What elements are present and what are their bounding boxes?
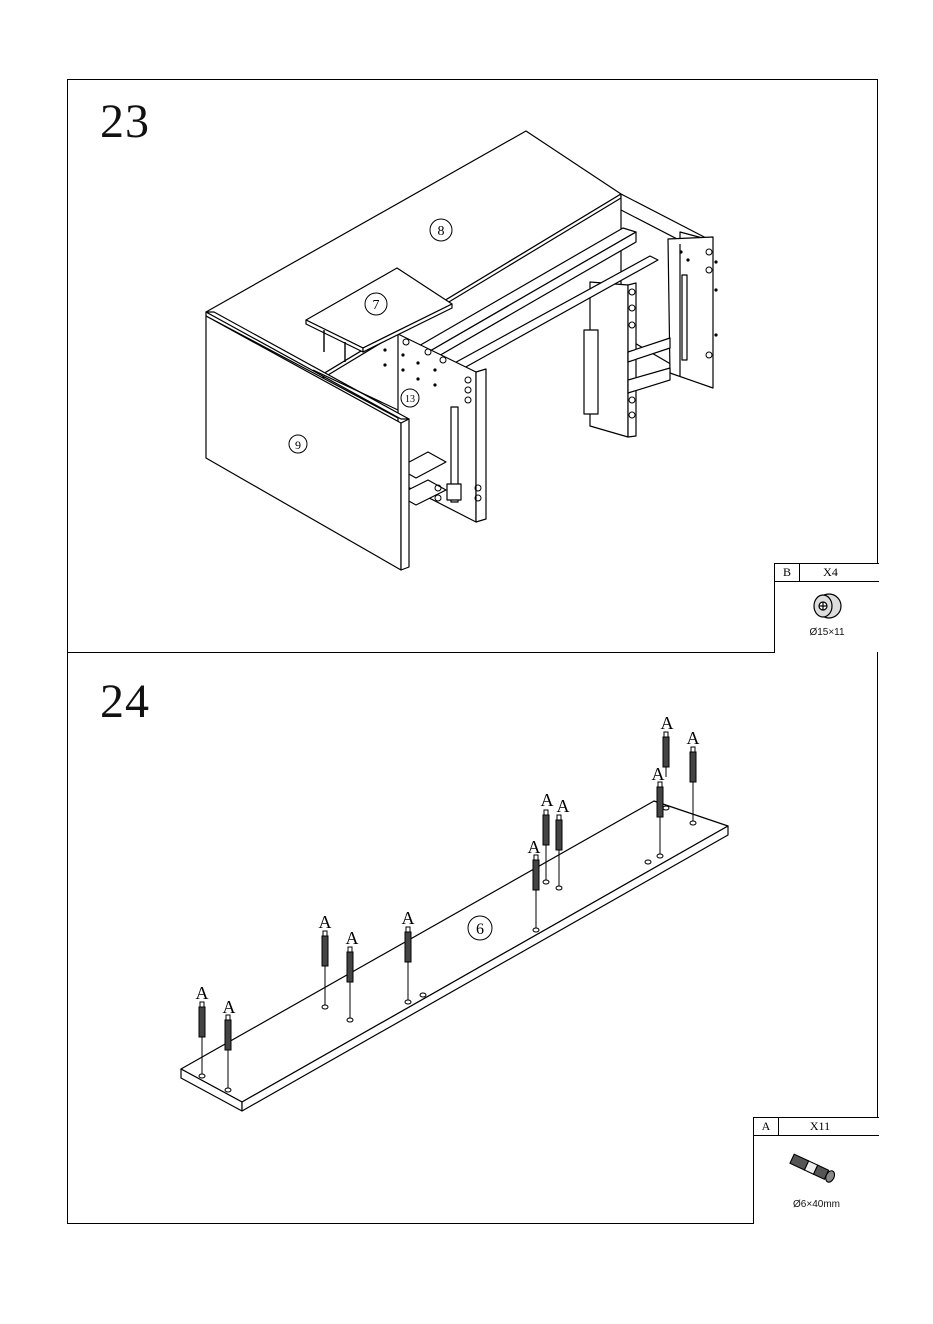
part-label-13: 13 — [405, 394, 415, 405]
desk-assembly-drawing: 8 7 13 9 — [68, 80, 879, 654]
part-label-6: 6 — [476, 921, 484, 938]
dowel-label: A — [196, 983, 209, 1003]
part-label-7: 7 — [373, 298, 380, 313]
dowel-label: A — [557, 796, 570, 816]
hardware-spec: Ø6×40mm — [754, 1199, 879, 1210]
cam-lock-icon — [809, 590, 845, 622]
hardware-box-b: B X4 Ø15×11 — [774, 563, 879, 653]
dowel-label: A — [687, 728, 700, 748]
dowel-label: A — [319, 912, 332, 932]
hardware-code: A — [754, 1118, 779, 1135]
dowel-label: A — [346, 928, 359, 948]
dowel-label: A — [528, 837, 541, 857]
cam-bolt-icon — [786, 1150, 838, 1186]
dowel-label: A — [223, 997, 236, 1017]
part-label-8: 8 — [438, 224, 445, 239]
dowel-label: A — [661, 713, 674, 733]
hardware-box-a: A X11 Ø6×40mm — [753, 1117, 879, 1224]
dowel-label: A — [541, 790, 554, 810]
dowel-label: A — [652, 764, 665, 784]
step-24-panel: 24 — [67, 652, 878, 1224]
hardware-spec: Ø15×11 — [775, 627, 879, 638]
part-label-9: 9 — [295, 438, 301, 452]
hardware-quantity: X4 — [800, 564, 879, 581]
dowel-label: A — [402, 908, 415, 928]
hardware-code: B — [775, 564, 800, 581]
step-23-panel: 23 — [67, 79, 878, 653]
hardware-quantity: X11 — [779, 1118, 879, 1135]
